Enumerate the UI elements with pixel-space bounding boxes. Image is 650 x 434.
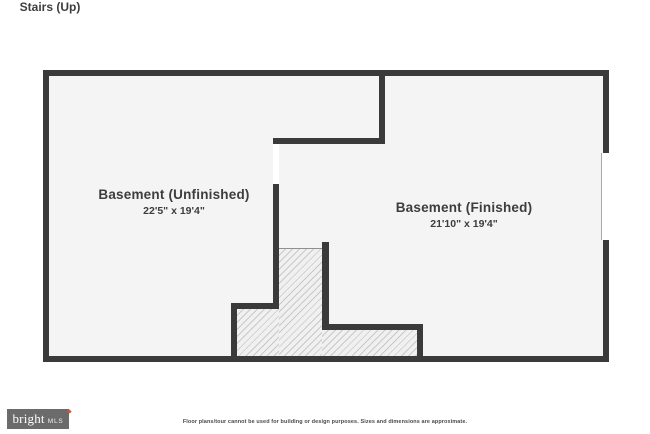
wall-landing-top xyxy=(322,324,423,330)
room-title: Basement (Finished) xyxy=(395,200,533,215)
wall-outer-right-lower xyxy=(603,240,609,362)
floor-plan: Basement (Unfinished) 22'5" x 19'4" Base… xyxy=(0,0,650,362)
wall-landing-right xyxy=(417,324,423,362)
logo-mls-text: MLS xyxy=(47,418,64,425)
disclaimer-text: Floor plans/tour cannot be used for buil… xyxy=(182,419,468,425)
room-dimensions: 22'5" x 19'4" xyxy=(143,204,205,217)
stairs-hatch-lower-area xyxy=(237,309,279,356)
wall-outer-bottom xyxy=(43,356,609,362)
wall-stairs-left-vertical xyxy=(231,303,237,362)
wall-stairs-left-horizontal xyxy=(231,303,279,309)
logo-spark-icon xyxy=(67,409,72,414)
door-opening xyxy=(273,144,279,184)
wall-stairs-right-vertical xyxy=(322,242,329,330)
wall-outer-right-upper xyxy=(603,70,609,153)
room-label-stairs-up: Stairs (Up) xyxy=(19,0,81,14)
stairs-landing-hatch-area xyxy=(322,330,417,356)
stairs-hatch-area xyxy=(279,248,322,357)
bright-mls-logo: bright MLS xyxy=(7,409,72,429)
room-label-basement-finished: Basement (Finished) 21'10" x 19'4" xyxy=(364,200,564,230)
wall-divider-vertical-lower xyxy=(273,184,279,309)
wall-divider-vertical-upper xyxy=(379,70,385,144)
wall-divider-horizontal xyxy=(273,138,385,144)
room-dimensions: 21'10" x 19'4" xyxy=(430,217,498,230)
window-right-wall xyxy=(601,153,610,240)
wall-outer-top xyxy=(43,70,609,76)
room-title: Basement (Unfinished) xyxy=(98,187,250,202)
room-label-basement-unfinished: Basement (Unfinished) 22'5" x 19'4" xyxy=(49,187,299,217)
wall-outer-left xyxy=(43,70,49,362)
logo-brand-text: bright xyxy=(12,411,45,426)
